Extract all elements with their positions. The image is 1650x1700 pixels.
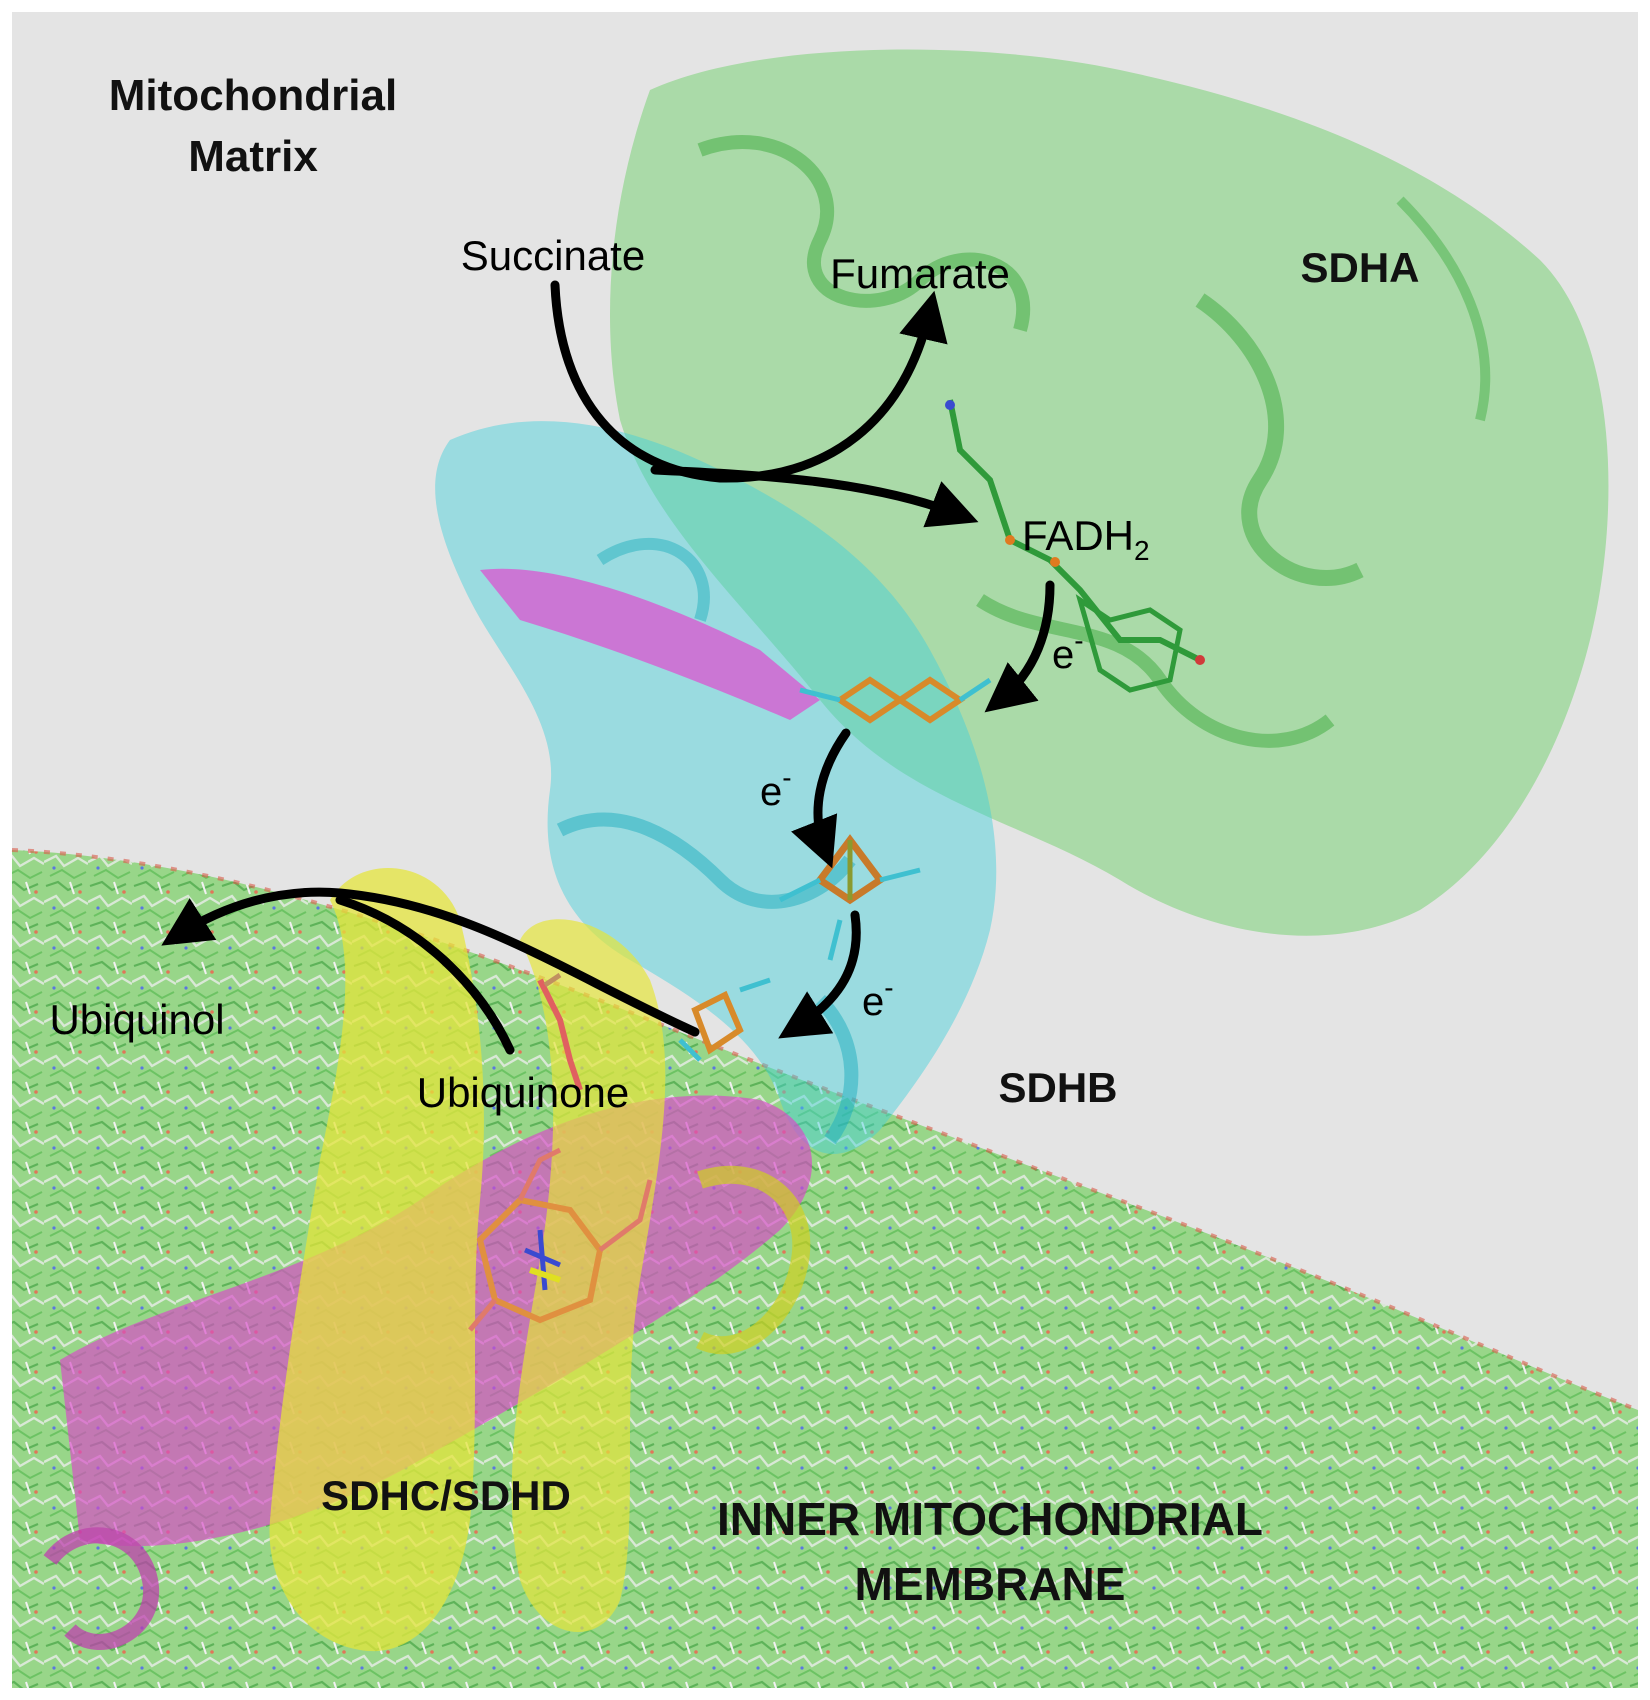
electron-symbol-1: e [1052,633,1074,677]
electron-label-2: e- [760,762,792,814]
ubiquinol-label: Ubiquinol [49,996,224,1043]
electron-label-1: e- [1052,625,1084,677]
sdhd-protein [269,867,811,1652]
ubiquinone-ligand [537,972,583,1091]
electron-charge-3: - [884,972,893,1003]
electron-flow-arrows [161,280,1055,1055]
fes2-to-fes3-arrow [778,910,861,1039]
heme-b [468,1147,653,1332]
fes1-to-fes2-arrow [791,728,851,869]
ubiquinone-to-ubiquinol-arrow [335,895,515,1055]
membrane-label-line2: MEMBRANE [855,1558,1126,1610]
electron-symbol-3: e [862,980,884,1024]
fadh2-subscript: 2 [1134,535,1150,566]
matrix-label-line2: Matrix [188,132,318,181]
succinate-to-fadh2-arrow [650,465,979,528]
sdha-label: SDHA [1300,244,1419,291]
fumarate-label: Fumarate [830,250,1010,297]
sdhb-label: SDHB [998,1064,1117,1111]
iron-sulfur-cluster-3fe4s [678,977,771,1062]
ubiquinone-label: Ubiquinone [417,1069,630,1116]
fad-cofactor [945,399,1205,693]
sdhc-sdhd-label: SDHC/SDHD [321,1472,571,1519]
fadh2-base: FADH [1022,512,1134,559]
electron-charge-1: - [1074,625,1083,656]
matrix-label-line1: Mitochondrial [109,71,397,120]
fadh2-to-fes1-arrow [984,580,1055,713]
succinate-label: Succinate [461,232,645,279]
iron-sulfur-cluster-4fe4s [778,834,921,961]
electron-label-3: e- [862,972,894,1024]
fes3-to-ubiquinone-arrow [161,887,700,1037]
electron-charge-2: - [782,762,791,793]
electron-symbol-2: e [760,770,782,814]
membrane-label-line1: INNER MITOCHONDRIAL [717,1493,1263,1545]
fadh2-label: FADH2 [1022,512,1150,566]
